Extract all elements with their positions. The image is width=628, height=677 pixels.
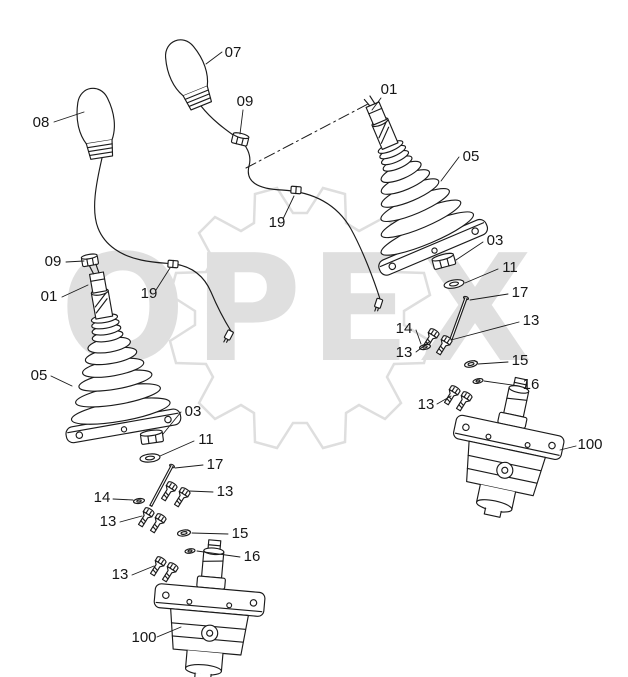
grip-handle-07 [157,33,219,114]
callout-label-17-right: 17 [512,284,529,301]
gear-watermark-icon [168,186,432,450]
callout-label-11-right: 11 [502,259,518,276]
callout-label-05-left: 05 [31,367,48,384]
spring-washer-15-left [176,528,192,538]
callout-label-19-upper: 19 [269,214,286,231]
leader-lines [50,51,577,638]
callout-label-13-right-3: 13 [418,396,435,413]
callout-labels: 07 09 08 01 05 03 11 17 13 14 13 15 16 1… [31,44,603,646]
callout-label-09-upper: 09 [237,93,254,110]
callout-label-100-left: 100 [131,629,156,646]
callout-label-15-left: 15 [232,525,249,542]
callout-label-05-right: 05 [463,148,480,165]
callout-label-09-left: 09 [45,253,62,270]
cable-clamp-19-lower [167,259,179,269]
callout-label-100-right: 100 [577,436,602,453]
callout-label-01-right: 01 [381,81,398,98]
callout-label-07: 07 [225,44,242,61]
callout-label-16-right: 16 [523,376,540,393]
callout-label-13-left-2: 13 [100,513,117,530]
bolt-13-left-c [135,506,156,529]
callout-label-13-right-1: 13 [523,312,540,329]
callout-label-14-right: 14 [396,320,413,337]
callout-label-08: 08 [33,114,50,131]
callout-label-14-left: 14 [94,489,111,506]
callout-label-16-left: 16 [244,548,261,565]
callout-label-13-left-3: 13 [112,566,129,583]
centerline [245,103,369,169]
callout-label-03-right: 03 [487,232,504,249]
seal-ring-11-left [139,452,161,464]
callout-label-11-left: 11 [198,431,214,448]
cable-clamp-19-upper [290,185,302,195]
nut-03-left [139,428,165,446]
callout-label-17-left: 17 [207,456,224,473]
grip-handle-08 [72,85,121,162]
callout-label-13-left-1: 13 [217,483,234,500]
bolt-13-left-e [147,555,168,578]
callout-label-13-right-2: 13 [396,344,413,361]
callout-label-01-left: 01 [41,288,58,305]
washer-14-left [132,497,146,505]
cable-08 [94,157,232,332]
ring-16-left [184,547,196,555]
callout-label-19-lower: 19 [141,285,158,302]
callout-label-15-right: 15 [512,352,529,369]
callout-label-03-left: 03 [185,403,202,420]
